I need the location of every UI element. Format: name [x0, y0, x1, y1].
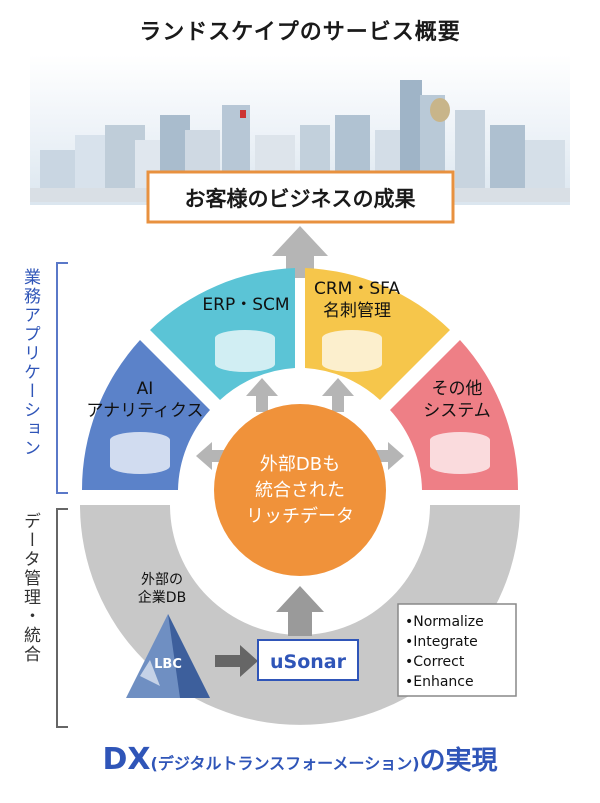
up-arrow-outcome: [272, 226, 328, 278]
erp-database-cylinder: [215, 330, 275, 372]
dx-tail-text: の実現: [419, 746, 498, 776]
erp-label: ERP・SCM: [202, 295, 289, 315]
center-rich-data-circle: [214, 404, 386, 576]
dx-text: DX: [102, 742, 151, 777]
other-database-cylinder: [430, 432, 490, 474]
lbc-pyramid-logo: LBC: [126, 614, 210, 698]
external-db-line2: 企業DB: [138, 589, 186, 606]
feature-integrate: •Integrate: [405, 634, 478, 650]
ai-database-cylinder: [110, 432, 170, 474]
arrow-crm-center: [322, 378, 354, 412]
arrow-ai-center: [196, 442, 232, 470]
usonar-box: [257, 639, 359, 681]
arrow-other-center: [368, 442, 404, 470]
lbc-logo-text: LBC: [154, 657, 182, 672]
outcome-text: お客様のビジネスの成果: [185, 187, 416, 211]
up-arrow-usonar: [276, 586, 324, 636]
crm-database-cylinder: [322, 330, 382, 372]
center-text-line3: リッチデータ: [246, 506, 354, 527]
usonar-label: uSonar: [270, 651, 347, 673]
arrow-erp-center: [246, 378, 278, 412]
side-label-business-apps: 業務アプリケーション: [20, 268, 40, 458]
ai-label-line1: AI: [137, 379, 154, 399]
feature-enhance: •Enhance: [405, 674, 474, 690]
dx-paren-text: (デジタルトランスフォーメーション): [150, 754, 420, 773]
center-text-line2: 統合された: [255, 480, 345, 501]
outcome-box: [146, 170, 455, 224]
business-apps-bracket: [56, 262, 68, 494]
feature-normalize: •Normalize: [405, 614, 484, 630]
page-title: ランドスケイプのサービス概要: [139, 20, 461, 45]
crm-label-line1: CRM・SFA: [314, 279, 400, 299]
ai-label-line2: アナリティクス: [86, 401, 203, 421]
crm-label-line2: 名刺管理: [323, 301, 391, 321]
arrow-lbc-usonar: [215, 645, 258, 677]
other-label-line2: システム: [423, 401, 491, 421]
feature-correct: •Correct: [405, 654, 465, 670]
external-db-line1: 外部の: [141, 572, 183, 588]
dx-headline: DX(デジタルトランスフォーメーション)の実現: [0, 740, 600, 777]
center-text-line1: 外部DBも: [260, 454, 340, 475]
features-box: [397, 603, 517, 697]
other-label-line1: その他: [432, 379, 483, 399]
data-management-bracket: [56, 508, 68, 728]
side-label-data-management: データ管理・統合: [20, 512, 40, 664]
